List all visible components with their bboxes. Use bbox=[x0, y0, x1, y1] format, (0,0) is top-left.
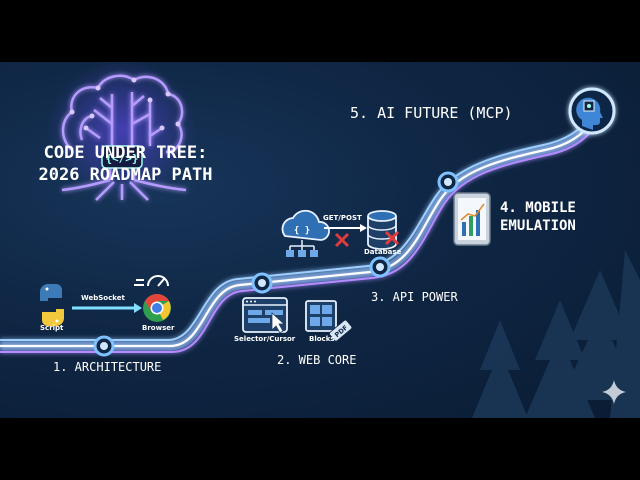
blocks-icon bbox=[305, 300, 337, 332]
speedometer-icon bbox=[134, 275, 169, 287]
milestone-nodes bbox=[93, 171, 459, 357]
database-icon bbox=[367, 210, 397, 250]
milestone-node-3 bbox=[369, 256, 391, 278]
pine-trees bbox=[472, 250, 640, 418]
roadmap-graphic: {</>} bbox=[0, 62, 640, 418]
tablet-chart-icon bbox=[453, 192, 491, 246]
code-tree-icon: {</>} bbox=[47, 62, 197, 201]
svg-text:{ }: { } bbox=[294, 226, 310, 236]
script-label: Script bbox=[40, 324, 64, 332]
chrome-icon bbox=[143, 294, 171, 322]
step-4-label: 4. MOBILE EMULATION bbox=[500, 199, 576, 235]
blocks-label: Blocks bbox=[309, 335, 335, 343]
title-line-1: CODE UNDER TREE: bbox=[43, 143, 208, 163]
cloud-api-icon: { } bbox=[281, 209, 330, 257]
step-4-line-1: 4. MOBILE bbox=[500, 200, 576, 216]
step-2-label: 2. WEB CORE bbox=[277, 353, 357, 367]
get-post-label: GET/POST bbox=[323, 214, 362, 222]
error-cross-icon bbox=[334, 232, 350, 248]
roadmap-panel: {</>} bbox=[0, 62, 640, 418]
step-5-label: 5. AI FUTURE (MCP) bbox=[350, 104, 513, 122]
bottom-letterbox bbox=[0, 418, 640, 480]
error-cross-icon-2 bbox=[384, 230, 400, 246]
python-icon bbox=[40, 284, 64, 326]
websocket-arrow bbox=[72, 303, 142, 313]
svg-text:{</>}: {</>} bbox=[105, 152, 138, 165]
ai-head-icon bbox=[568, 87, 616, 135]
title-line-2: 2026 ROADMAP PATH bbox=[38, 165, 213, 185]
page-title: CODE UNDER TREE: 2026 ROADMAP PATH bbox=[18, 142, 233, 186]
milestone-node-2 bbox=[251, 272, 273, 294]
selector-cursor-label: Selector/Cursor bbox=[234, 335, 296, 343]
step-1-label: 1. ARCHITECTURE bbox=[53, 360, 162, 374]
get-post-arrow bbox=[324, 224, 367, 232]
websocket-label: WebSocket bbox=[81, 294, 125, 302]
milestone-node-4 bbox=[437, 171, 459, 193]
step-4-line-2: EMULATION bbox=[500, 218, 576, 234]
step-3-label: 3. API POWER bbox=[371, 290, 458, 304]
roadmap-path bbox=[0, 109, 603, 353]
top-letterbox bbox=[0, 0, 640, 62]
browser-label: Browser bbox=[142, 324, 175, 332]
database-label: Database bbox=[364, 248, 402, 256]
browser-window-icon bbox=[242, 297, 288, 334]
milestone-node-1 bbox=[93, 335, 115, 357]
sparkle-icon bbox=[602, 380, 626, 404]
